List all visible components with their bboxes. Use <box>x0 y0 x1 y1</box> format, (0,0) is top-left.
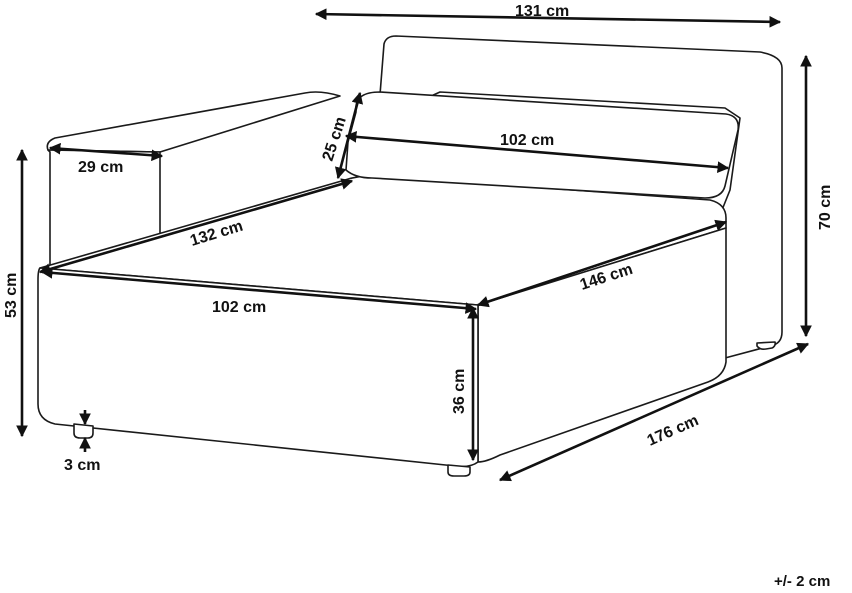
armrest <box>46 91 341 153</box>
dim-line-seat-length <box>476 219 728 308</box>
leg-front-right <box>447 464 471 477</box>
dim-line-cushion-width <box>344 131 730 173</box>
label-top-width: 131 cm <box>515 3 569 20</box>
label-total-length: 176 cm <box>645 412 701 450</box>
label-front-width: 102 cm <box>212 299 266 316</box>
label-overall-height: 70 cm <box>817 185 834 230</box>
dim-line-front-width <box>40 267 478 314</box>
label-cushion-height: 25 cm <box>320 115 350 163</box>
label-armrest-width: 29 cm <box>78 159 123 176</box>
dimension-lines <box>16 8 812 482</box>
sofa-outline <box>37 35 783 477</box>
label-seat-height: 36 cm <box>451 369 468 414</box>
dim-line-armrest-width <box>48 142 164 162</box>
seat-front <box>37 267 479 468</box>
leg-front-left <box>73 423 94 439</box>
dim-line-total-length <box>498 342 810 482</box>
leg-back-right <box>756 341 776 350</box>
dim-line-top-width <box>314 8 782 28</box>
tolerance-note: +/- 2 cm <box>774 573 830 590</box>
label-cushion-width: 102 cm <box>500 132 554 149</box>
label-left-height: 53 cm <box>3 273 20 318</box>
label-leg-height: 3 cm <box>64 457 100 474</box>
dim-line-seat-depth <box>38 178 354 275</box>
dimension-labels: 131 cm 29 cm 25 cm 102 cm 70 cm 132 cm 1… <box>3 3 834 590</box>
